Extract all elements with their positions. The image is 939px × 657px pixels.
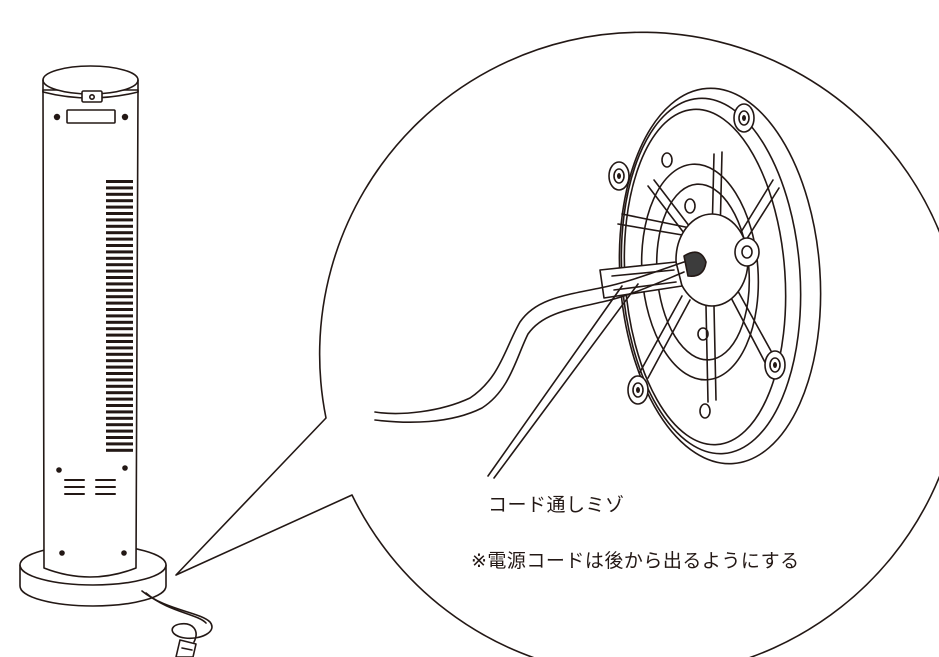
vent-slat [106, 333, 133, 337]
screw-boss [608, 161, 630, 191]
vent-slat [106, 263, 133, 267]
vent-slat [106, 352, 133, 356]
vent-slat [106, 314, 133, 318]
vent-slat [106, 269, 133, 273]
cord-exit-plug [683, 251, 707, 278]
fan-body [42, 89, 139, 578]
cord-groove-label: コード通しミゾ [488, 494, 625, 516]
vent-slat [106, 327, 133, 331]
vent-slat [106, 244, 133, 247]
vent-slat [106, 212, 133, 215]
vent-slat [106, 404, 133, 407]
vent-slat [106, 231, 133, 235]
vent-grille [106, 180, 133, 452]
groove-leader-lines [487, 283, 639, 479]
vent-slat [106, 397, 133, 401]
vent-slat [106, 346, 133, 350]
vent-slat [106, 180, 133, 183]
vent-slat [106, 205, 133, 209]
small-tab [661, 152, 711, 419]
vent-slat [106, 410, 133, 414]
vent-slat [106, 237, 133, 241]
center-hub [675, 213, 760, 307]
vent-slat [106, 218, 133, 222]
vent-slat [106, 308, 133, 311]
vent-slat [106, 186, 133, 190]
screw-boss [733, 103, 755, 133]
handle-hook [81, 90, 103, 103]
screw-hole [121, 113, 129, 121]
vent-slat [106, 276, 133, 279]
vent-slat [106, 199, 133, 203]
vent-slat [106, 224, 133, 228]
screw-hole [121, 550, 127, 556]
vent-slat [106, 448, 133, 452]
vent-slat [106, 442, 133, 446]
base-underside-detail [374, 87, 822, 479]
rear-slot [66, 109, 116, 124]
vent-slat [106, 436, 133, 439]
vent-slat [106, 301, 133, 305]
vent-slat [106, 429, 133, 433]
screw-boss [627, 375, 649, 405]
power-cord-magnified [374, 261, 685, 423]
vent-slat [106, 340, 133, 343]
screw-hole [59, 550, 65, 556]
screw-boss [764, 350, 786, 380]
power-cord-note: ※電源コードは後から出るようにする [471, 550, 800, 572]
vent-slat [106, 378, 133, 382]
screw-hole [56, 467, 62, 473]
vent-slat [106, 391, 133, 395]
vent-slat [106, 256, 133, 260]
vent-slat [106, 384, 133, 388]
vent-slat [106, 365, 133, 369]
vent-slat [106, 423, 133, 427]
vent-slat [106, 320, 133, 324]
vent-slat [106, 192, 133, 196]
vent-slat [106, 250, 133, 254]
vent-slat [106, 288, 133, 292]
vent-slat [106, 359, 133, 363]
fan-top-cap [42, 65, 139, 99]
screw-hole [122, 465, 128, 471]
vent-slat [106, 416, 133, 420]
vent-slat [106, 295, 133, 299]
plug [175, 639, 197, 657]
screw-hole [53, 113, 61, 121]
vent-slat [106, 372, 133, 375]
vent-slat [106, 282, 133, 286]
tower-fan [19, 65, 213, 657]
power-cord [141, 590, 213, 643]
small-vent-slots [64, 479, 116, 495]
